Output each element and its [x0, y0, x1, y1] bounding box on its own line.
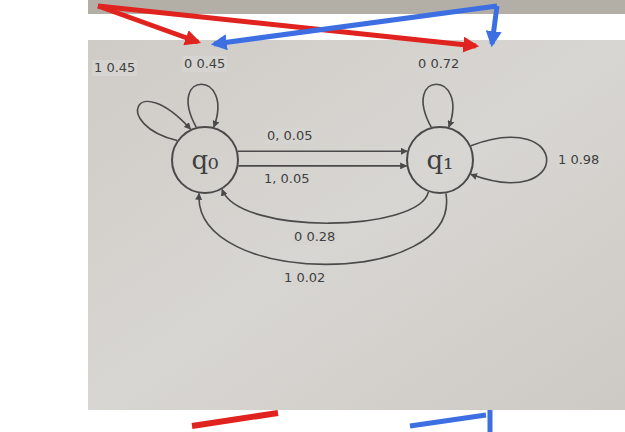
- transition-arrow: [238, 165, 406, 167]
- transition-label: 0 0.28: [292, 229, 337, 245]
- blue-arrow: [488, 410, 493, 432]
- transition-arrow: [188, 84, 218, 127]
- transition-label: 1, 0.05: [262, 171, 311, 187]
- transition-arrow: [238, 150, 407, 152]
- red-arrow: [98, 6, 198, 42]
- red-arrow: [192, 413, 278, 426]
- transition-arrow: [199, 193, 447, 264]
- transition-label: 0 0.72: [416, 56, 461, 72]
- state-name: q₀: [191, 145, 218, 175]
- blue-arrow: [214, 6, 497, 44]
- state-circle: q₁: [405, 125, 475, 195]
- state-name: q₁: [426, 145, 453, 175]
- transition-label: 1 0.98: [556, 152, 601, 168]
- transition-arrow: [222, 189, 428, 223]
- state-outline-circle: [172, 127, 238, 193]
- transition-label: 1 0.02: [282, 270, 327, 286]
- red-arrow: [98, 6, 476, 46]
- transition-arrow: [423, 84, 453, 127]
- transition-label: 1 0.45: [92, 60, 137, 76]
- transition-label: 0 0.45: [182, 56, 227, 72]
- state-outline-circle: [407, 127, 473, 193]
- photo-strip: [88, 0, 625, 14]
- transition-label: 0, 0.05: [265, 128, 314, 144]
- transition-arrow: [471, 137, 547, 182]
- paper-photo: [88, 40, 625, 410]
- blue-arrow: [492, 6, 497, 44]
- state-circle: q₀: [170, 125, 240, 195]
- blue-arrow: [410, 415, 486, 426]
